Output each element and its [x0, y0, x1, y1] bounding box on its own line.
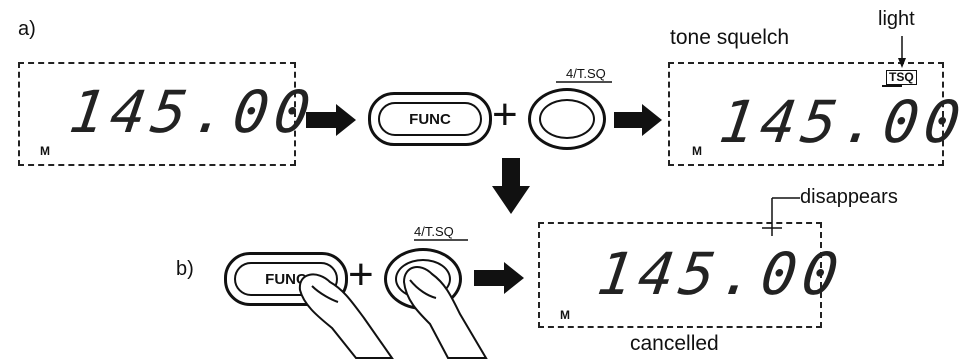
right-arrow-icon: [306, 104, 356, 136]
right-arrow-icon: [474, 262, 524, 294]
right-arrow-icon: [614, 104, 662, 136]
down-arrow-icon: [492, 158, 530, 214]
light-pointer-arrowhead: [898, 58, 906, 68]
finger-icon: [404, 267, 486, 358]
finger-icon: [300, 274, 392, 358]
